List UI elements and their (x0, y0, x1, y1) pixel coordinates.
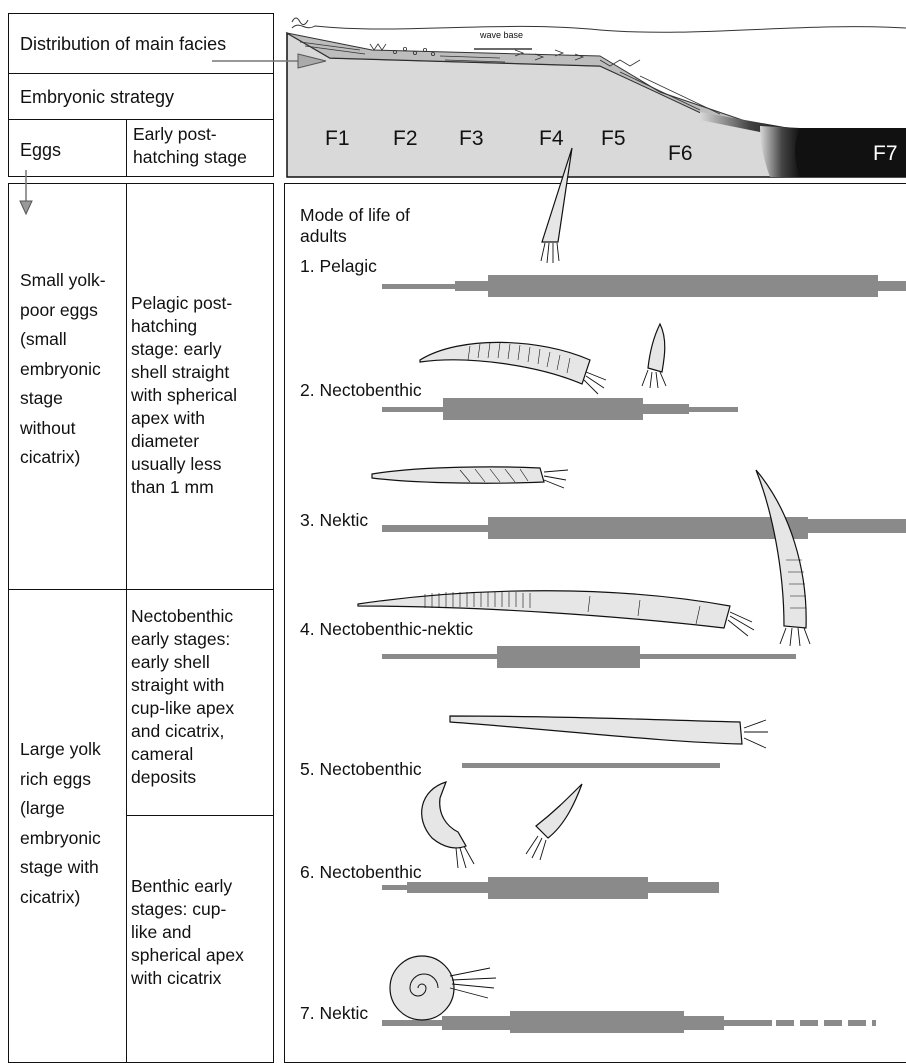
mode-2-small-cone (648, 324, 665, 372)
mode-7-dash-2 (800, 1020, 818, 1026)
large-shell-tentacles (780, 628, 810, 646)
mode-6-hook-tentacles (456, 846, 474, 868)
mode-7-dash-1 (776, 1020, 794, 1026)
mode-3-tentacles (544, 470, 568, 488)
mode-6-cone-tentacles (526, 836, 546, 860)
mode-2-thick (443, 398, 643, 420)
mode-7-dash-5 (872, 1020, 876, 1026)
mode-7-dash-4 (848, 1020, 866, 1026)
large-vertical-shell (756, 470, 806, 628)
mode-2-curved-shell (420, 342, 590, 384)
mode-4-thick (497, 646, 640, 668)
pelagic-shell (542, 148, 572, 242)
mode-2-tentacles (584, 372, 606, 394)
mode-6-hook-shell (422, 782, 466, 848)
mode-6-cone-shell (536, 784, 582, 838)
mode-5-tentacles (744, 720, 768, 748)
mode-4-tentacles (728, 612, 754, 636)
mode-7-dash-3 (824, 1020, 842, 1026)
mode-7-tentacles (450, 968, 496, 998)
mode-4-long-shell (358, 591, 730, 628)
mode-7-coiled-shell (390, 956, 454, 1020)
mode-5-thin (462, 763, 720, 768)
mode-6-thick (488, 877, 648, 899)
mode-1-thick (488, 275, 878, 297)
pelagic-tentacles (541, 243, 559, 263)
mode-5-shell (450, 716, 742, 744)
mode-3-thick (488, 517, 808, 539)
mode-3-thick-right (808, 519, 906, 533)
mode-6-thin (382, 885, 410, 890)
range-bars (382, 275, 906, 1033)
mode-3-straight-shell (372, 467, 544, 483)
mode-7-thick (510, 1011, 684, 1033)
